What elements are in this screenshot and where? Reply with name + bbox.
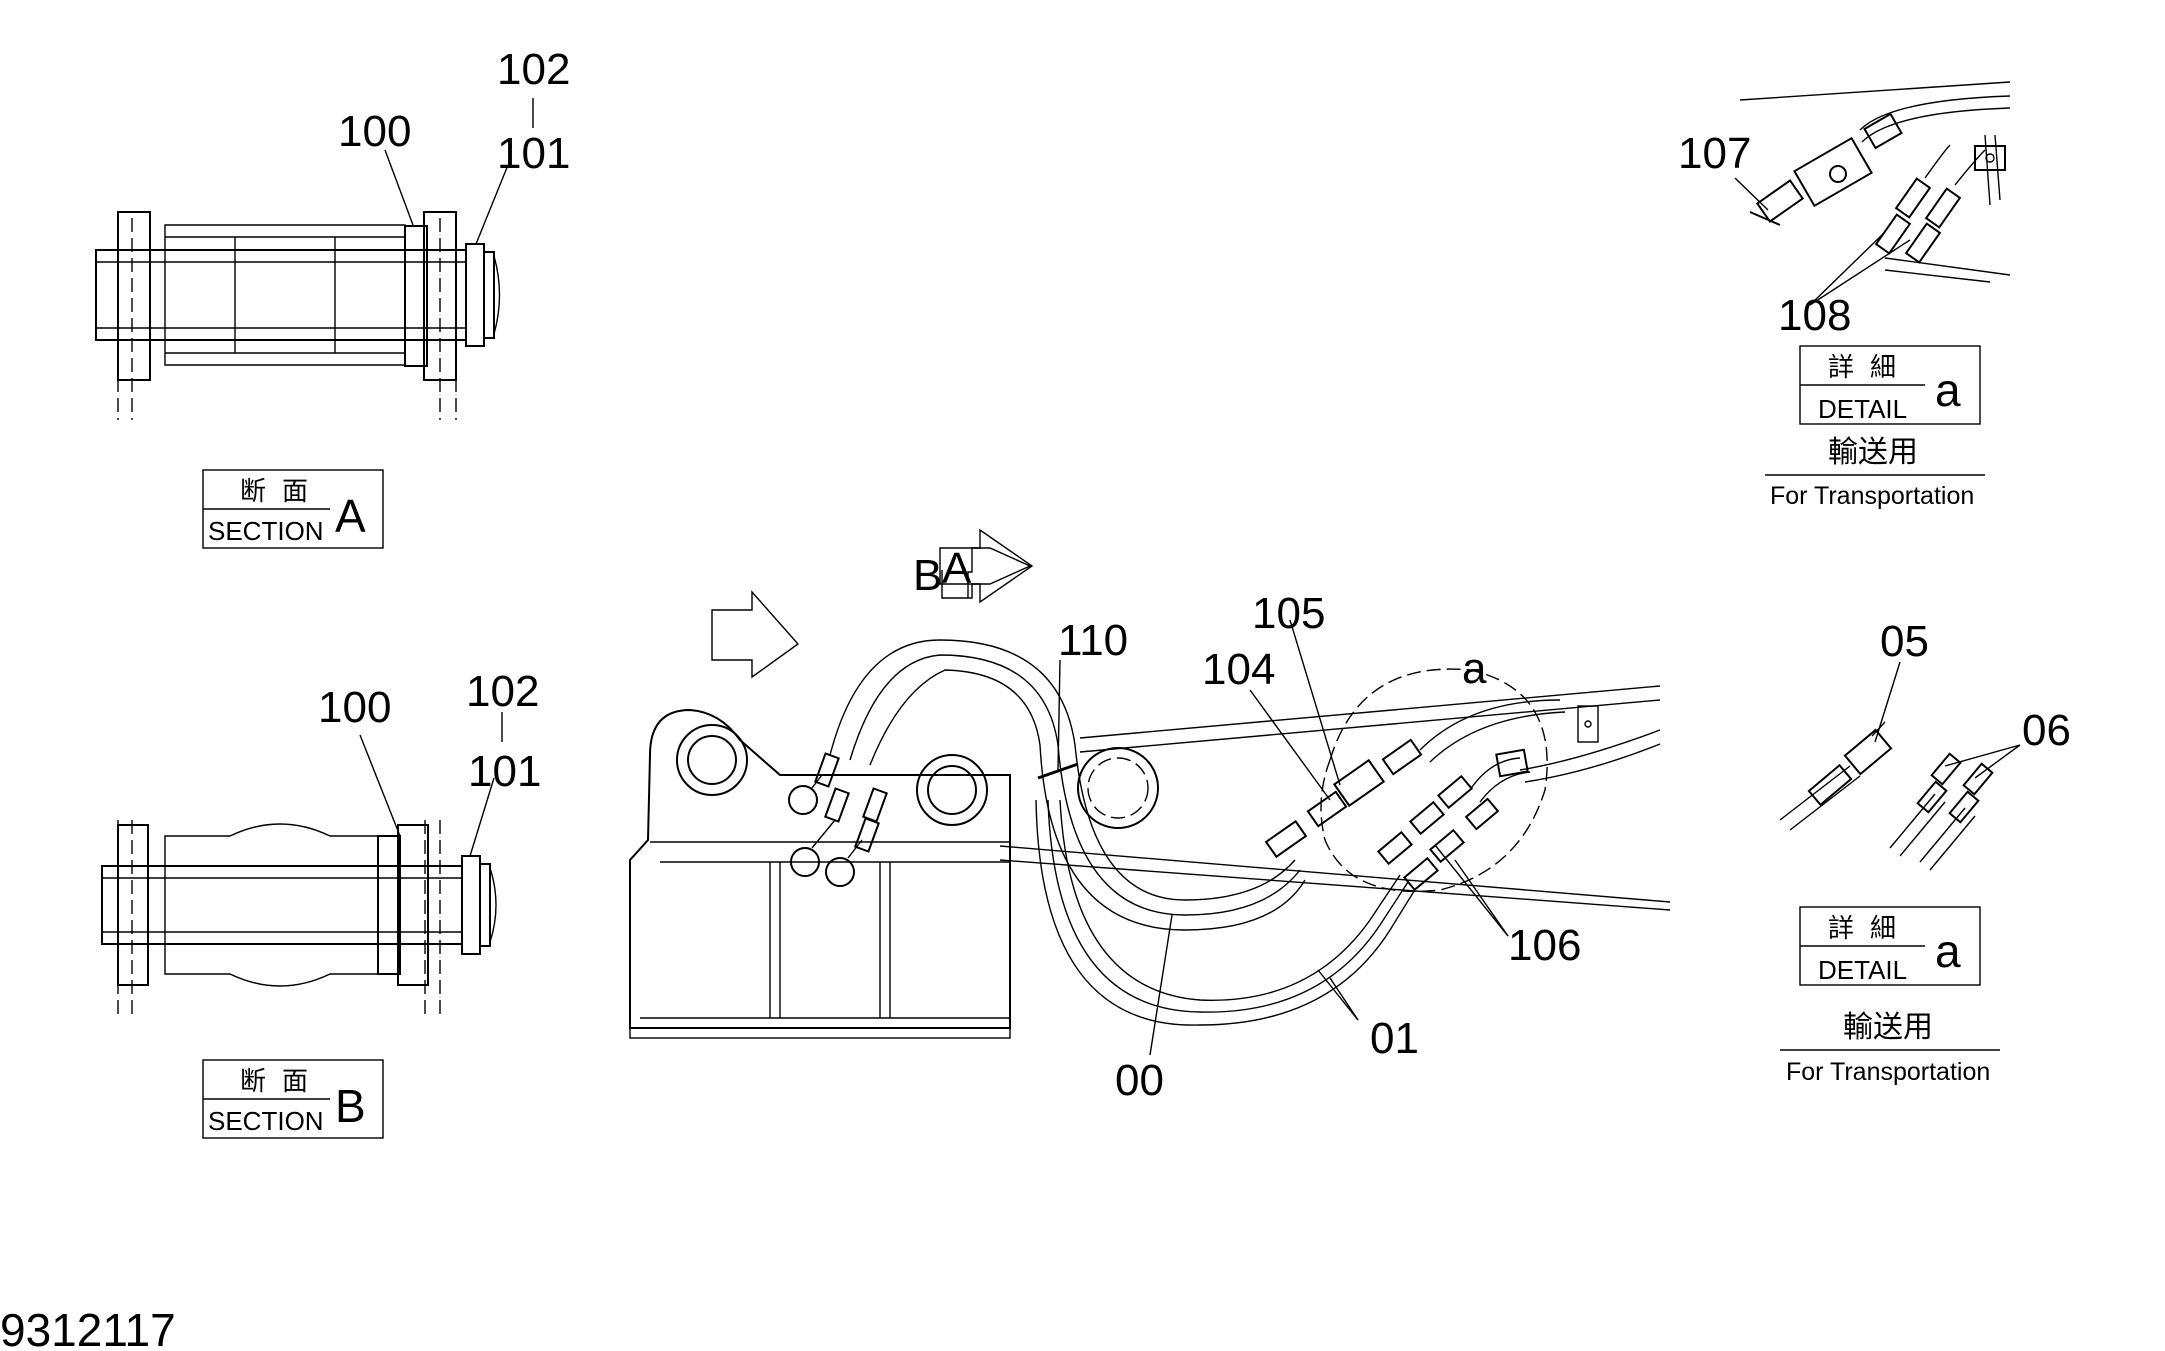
section-b-letter: B <box>335 1080 366 1132</box>
detail-bottom-title-en: DETAIL <box>1818 955 1907 985</box>
callout-110: 110 <box>1058 616 1128 665</box>
detail-bottom-caption-en: For Transportation <box>1786 1058 1990 1086</box>
callout-06: 06 <box>2022 706 2071 755</box>
callout-00: 00 <box>1115 1056 1164 1105</box>
callout-05: 05 <box>1880 617 1929 666</box>
callout-100-b: 100 <box>318 683 391 732</box>
callout-102-a: 102 <box>497 45 570 94</box>
section-a-letter: A <box>335 490 366 542</box>
callout-01: 01 <box>1370 1014 1419 1063</box>
view-arrow-b-label: B <box>913 551 942 600</box>
detail-top-title-jp: 詳細 <box>1828 352 1912 382</box>
detail-top-view <box>1734 81 2011 306</box>
section-a-title-jp: 断面 <box>240 476 324 506</box>
detail-a-ref: a <box>1462 644 1487 693</box>
section-b-title-en: SECTION <box>208 1106 324 1136</box>
detail-top-caption-en: For Transportation <box>1770 482 1974 510</box>
callout-101-b: 101 <box>468 747 541 796</box>
section-a-view <box>95 98 534 420</box>
detail-bottom-view <box>1779 661 2021 871</box>
detail-top-title-en: DETAIL <box>1818 394 1907 424</box>
detail-bottom-title-box <box>1780 906 2000 1051</box>
section-b-title-box <box>202 1059 384 1139</box>
detail-bottom-title-jp: 詳細 <box>1828 913 1912 943</box>
drawing-number: 9312117 <box>0 1304 176 1351</box>
callout-102-b: 102 <box>466 667 539 716</box>
callout-108: 108 <box>1778 291 1851 340</box>
detail-top-letter: a <box>1935 364 1961 416</box>
main-view <box>629 528 1671 1056</box>
detail-bottom-letter: a <box>1935 925 1961 977</box>
callout-104: 104 <box>1202 645 1275 694</box>
section-b-title-jp: 断面 <box>240 1066 324 1096</box>
callout-105: 105 <box>1252 589 1325 638</box>
section-b-view <box>101 712 503 1015</box>
callout-100-a: 100 <box>338 107 411 156</box>
section-a-title-box <box>202 469 384 549</box>
section-a-title-en: SECTION <box>208 516 324 546</box>
callout-101-a: 101 <box>497 129 570 178</box>
detail-top-caption-jp: 輸送用 <box>1828 436 1918 469</box>
detail-bottom-caption-jp: 輸送用 <box>1843 1011 1933 1044</box>
callout-106: 106 <box>1508 921 1581 970</box>
view-arrow-a-label: A <box>942 544 972 593</box>
callout-107: 107 <box>1678 129 1751 178</box>
detail-top-title-box <box>1765 345 1985 476</box>
